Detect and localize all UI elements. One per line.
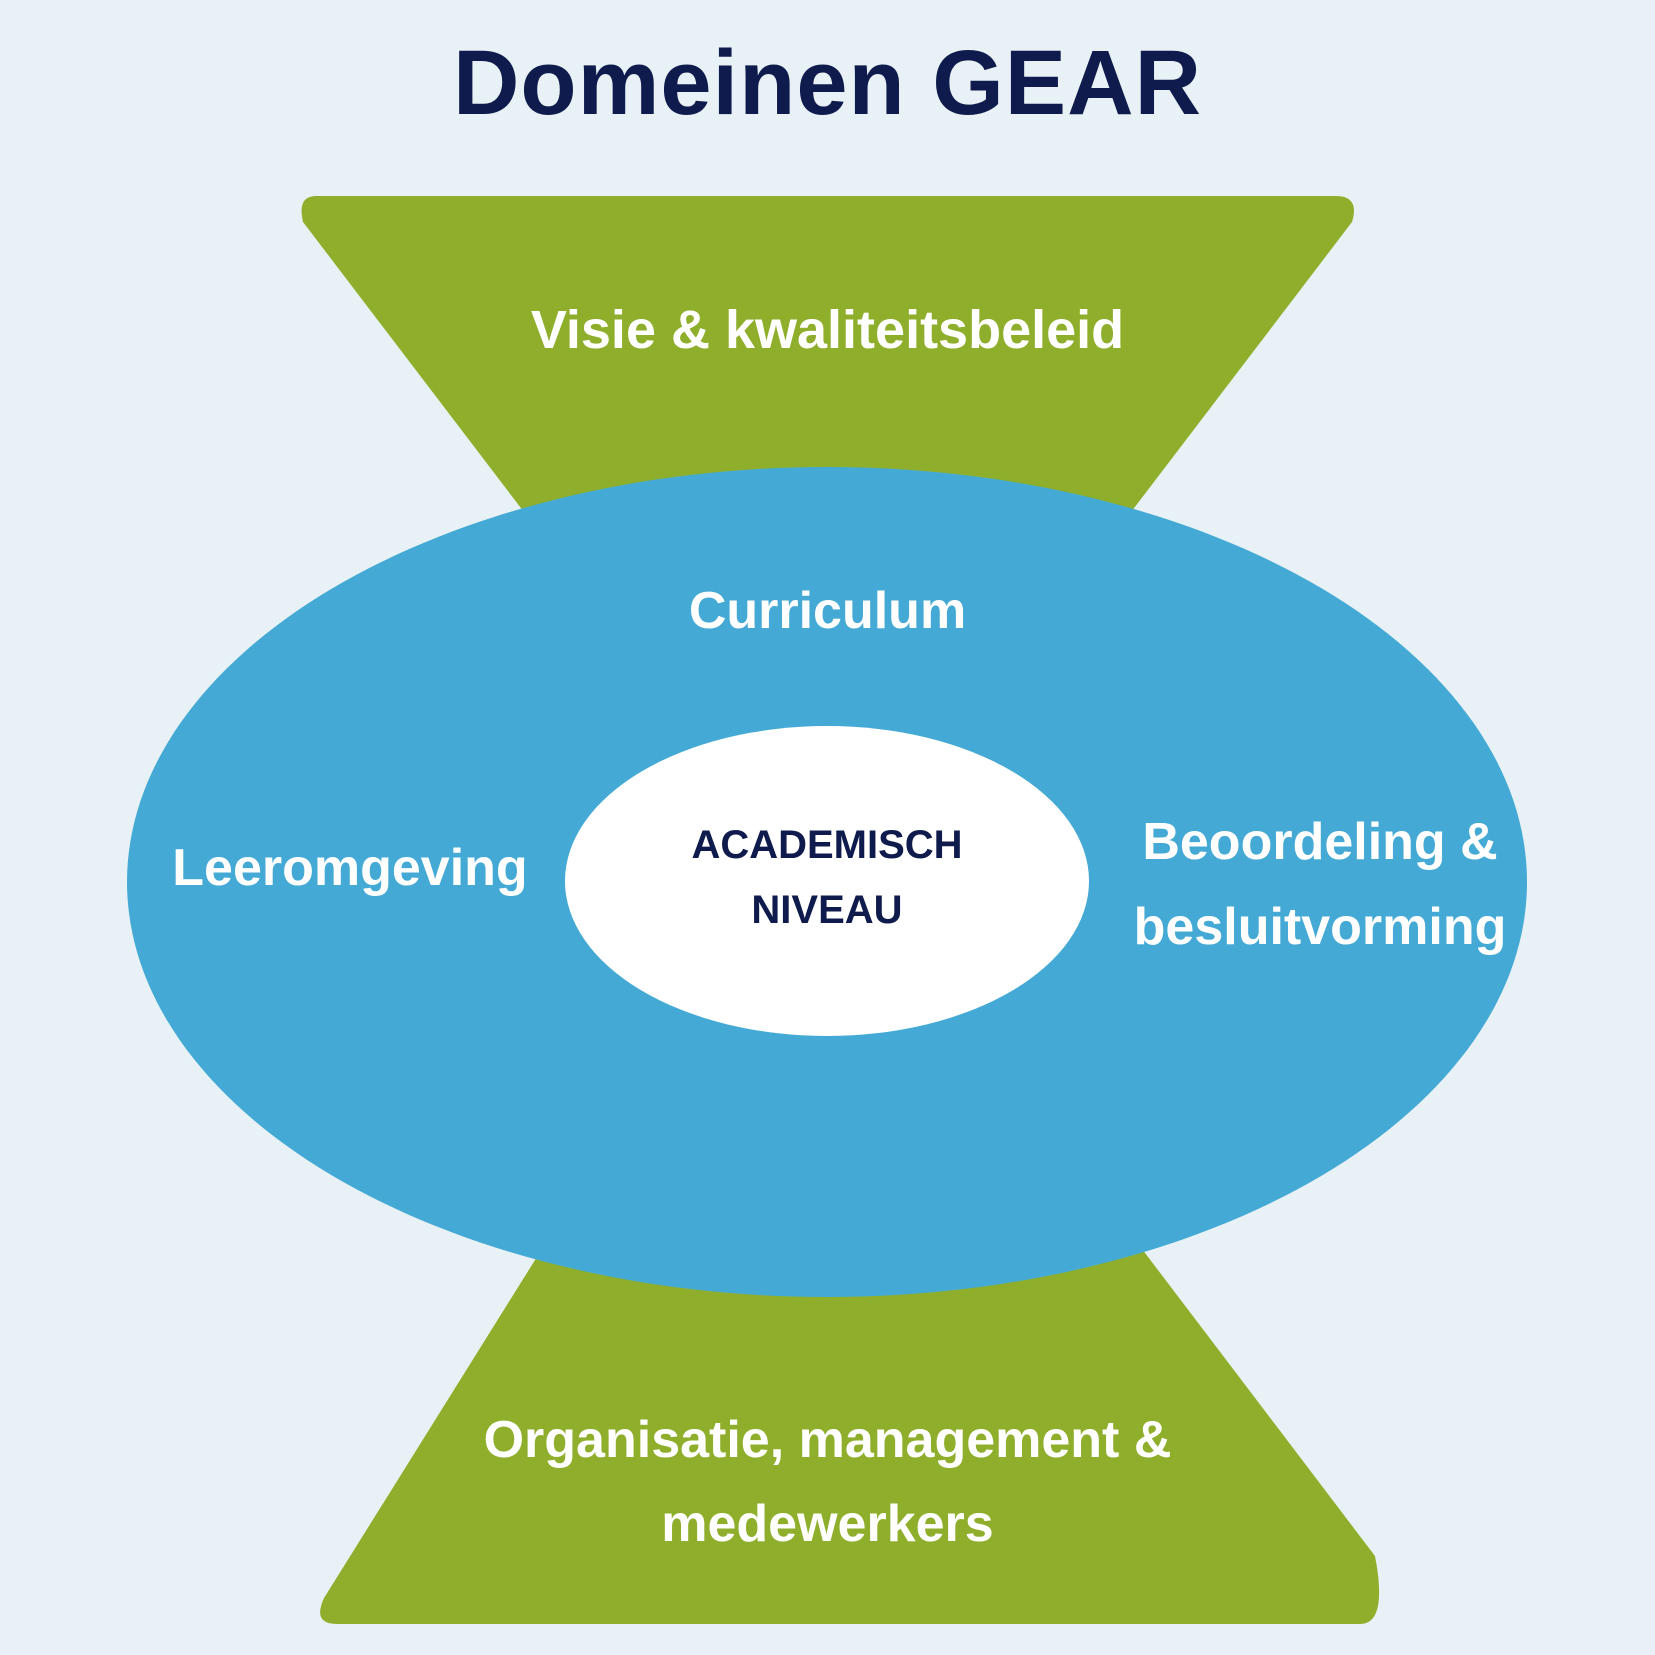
domain-label-leeromgeving: Leeromgeving: [172, 839, 528, 897]
domain-label-curriculum: Curriculum: [688, 582, 967, 640]
domain-label-organisatie: Organisatie, management & medewerkers: [0, 1398, 1655, 1566]
center-label-line2: NIVEAU: [751, 888, 903, 932]
center-label-line1: ACADEMISCH: [691, 823, 963, 867]
domain-label-organisatie-line2: medewerkers: [661, 1495, 994, 1553]
domain-label-beoordeling-line2: besluitvorming: [1133, 898, 1507, 956]
white-center-ellipse: [565, 726, 1089, 1036]
page-title: Domeinen GEAR: [452, 32, 1203, 134]
center-label-academisch-niveau: ACADEMISCH NIVEAU: [627, 813, 1027, 943]
domain-label-organisatie-line1: Organisatie, management &: [483, 1411, 1172, 1469]
domain-label-visie: Visie & kwaliteitsbeleid: [530, 300, 1125, 360]
top-green-trapezoid: [301, 196, 1354, 520]
domain-label-beoordeling: Beoordeling & besluitvorming: [1110, 800, 1530, 970]
bottom-green-trapezoid: [320, 1220, 1380, 1624]
domain-label-beoordeling-line1: Beoordeling &: [1142, 813, 1498, 871]
